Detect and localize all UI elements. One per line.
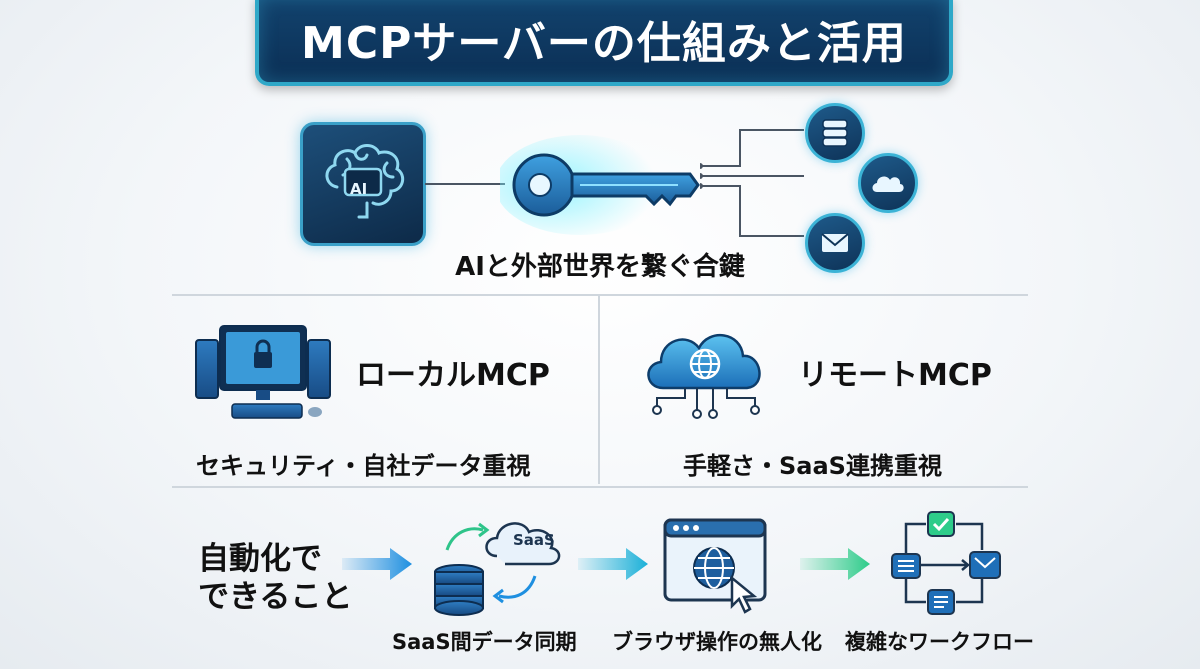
branch-lines xyxy=(700,129,804,237)
arrow-2 xyxy=(578,548,648,580)
page-title: MCPサーバーの仕組みと活用 xyxy=(301,18,907,69)
key-icon xyxy=(500,135,700,235)
local-title: ローカルMCP xyxy=(356,358,550,393)
local-computer-icon xyxy=(195,325,331,419)
connector-line xyxy=(425,183,505,185)
automation-item-1: SaaS間データ同期 xyxy=(392,630,577,654)
ai-label: AI xyxy=(350,180,368,198)
divider-bottom xyxy=(172,486,1028,488)
saas-sync-icon xyxy=(434,522,561,616)
database-service xyxy=(805,103,865,163)
local-caption: セキュリティ・自社データ重視 xyxy=(196,452,531,480)
brain-icon xyxy=(325,144,405,219)
browser-automation-icon xyxy=(663,518,767,614)
workflow-icon xyxy=(891,511,1001,615)
divider-top xyxy=(172,294,1028,296)
title-banner: MCPサーバーの仕組みと活用 xyxy=(255,0,953,86)
divider-vertical xyxy=(598,296,600,484)
automation-heading: 自動化で できること xyxy=(198,540,352,616)
arrow-3 xyxy=(800,548,870,580)
cloud-icon xyxy=(872,176,904,192)
mail-service xyxy=(805,213,865,273)
database-icon xyxy=(822,119,848,147)
remote-cloud-icon xyxy=(647,333,761,419)
remote-title: リモートMCP xyxy=(798,358,992,393)
saas-label: SaaS xyxy=(513,531,555,549)
automation-heading-line2: できること xyxy=(198,579,353,615)
mail-icon xyxy=(821,233,849,252)
cloud-service xyxy=(858,153,918,213)
automation-item-3: 複雑なワークフロー xyxy=(845,630,1034,654)
top-caption: AIと外部世界を繋ぐ合鍵 xyxy=(455,252,745,282)
remote-caption: 手軽さ・SaaS連携重視 xyxy=(683,452,942,480)
ai-brain-box: AI xyxy=(300,122,426,246)
automation-item-2: ブラウザ操作の無人化 xyxy=(612,630,822,654)
arrow-1 xyxy=(342,548,412,580)
automation-heading-line1: 自動化で xyxy=(198,541,322,577)
